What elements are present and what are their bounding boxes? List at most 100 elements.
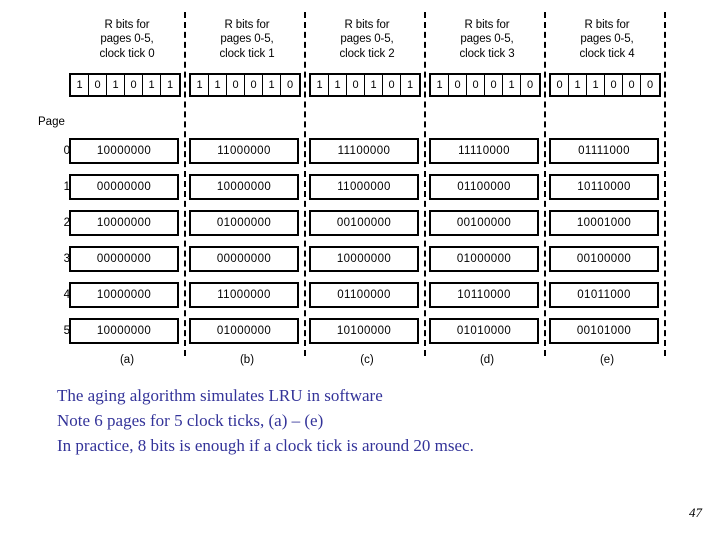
column-header-line: clock tick 4	[579, 47, 635, 60]
column-header-line: clock tick 3	[459, 47, 515, 60]
counter-box: 00100000	[549, 246, 659, 272]
counter-box: 01000000	[429, 246, 539, 272]
column-header-line: R bits for	[224, 19, 270, 31]
r-bit-cell: 1	[587, 75, 605, 95]
r-bit-cell: 1	[107, 75, 125, 95]
page-row-index: 1	[63, 181, 70, 193]
r-bit-cell: 0	[646, 79, 654, 91]
note-line: In practice, 8 bits is enough if a clock…	[57, 436, 474, 455]
column-header-b: R bits for pages 0-5,clock tick 1	[188, 18, 306, 61]
page-row-index: 3	[63, 253, 70, 265]
counter-box: 00101000	[549, 318, 659, 344]
counter-box: 11100000	[309, 138, 419, 164]
column-label-c: (c)	[360, 354, 374, 366]
counter-box: 00000000	[69, 246, 179, 272]
counter-box: 01010000	[429, 318, 539, 344]
counter-box: 10110000	[429, 282, 539, 308]
r-bit-cell: 1	[503, 75, 521, 95]
slide-page-number: 47	[689, 505, 702, 520]
r-bit-cell: 1	[209, 75, 227, 95]
column-header-line: R bits for	[464, 19, 510, 31]
r-bit-cell: 0	[605, 75, 623, 95]
column-label-e: (e)	[599, 354, 615, 366]
r-bit-cell: 0	[449, 75, 467, 95]
column-header-c: R bits for pages 0-5,clock tick 2	[308, 18, 426, 61]
column-separator-2	[304, 12, 306, 356]
r-bit-cell: 1	[329, 75, 347, 95]
column-label-d: (d)	[479, 354, 495, 366]
column-label-b: (b)	[239, 354, 255, 366]
column-header-line: pages 0-5,	[100, 33, 154, 46]
r-bit-cell: 1	[406, 79, 414, 91]
column-header-line: pages 0-5,	[340, 33, 394, 46]
counter-box: 10001000	[549, 210, 659, 236]
page-row-index: 5	[63, 325, 70, 337]
column-header-line: pages 0-5,	[220, 33, 274, 46]
page-row-index: 0	[63, 145, 70, 157]
r-bit-cell: 1	[311, 75, 329, 95]
r-bit-cell: 0	[623, 75, 641, 95]
counter-box: 01100000	[429, 174, 539, 200]
r-bit-cell: 0	[467, 75, 485, 95]
column-separator-4	[544, 12, 546, 356]
counter-box: 01000000	[189, 210, 299, 236]
r-bit-cell: 0	[383, 75, 401, 95]
column-header-d: R bits for pages 0-5,clock tick 3	[428, 18, 546, 61]
column-separator-5	[664, 12, 666, 356]
counter-box: 01011000	[549, 282, 659, 308]
counter-box: 00000000	[189, 246, 299, 272]
r-bit-cell: 1	[143, 75, 161, 95]
counter-box: 01111000	[549, 138, 659, 164]
r-bit-cell: 0	[89, 75, 107, 95]
column-header-line: clock tick 2	[339, 47, 395, 60]
column-separator-1	[184, 12, 186, 356]
column-header-line: R bits for	[344, 19, 390, 31]
r-bit-cell: 1	[569, 75, 587, 95]
column-separator-3	[424, 12, 426, 356]
column-header-line: pages 0-5,	[580, 33, 634, 46]
column-label-a: (a)	[119, 354, 135, 366]
page-row-index: 4	[63, 289, 70, 301]
column-header-a: R bits for pages 0-5,clock tick 0	[68, 18, 186, 61]
r-bit-cell: 0	[227, 75, 245, 95]
r-bit-cell: 0	[347, 75, 365, 95]
r-bit-cell: 1	[431, 75, 449, 95]
counter-box: 00100000	[429, 210, 539, 236]
r-bit-cell: 1	[191, 75, 209, 95]
r-bit-cell: 1	[166, 79, 174, 91]
r-bit-cell: 0	[125, 75, 143, 95]
column-header-line: pages 0-5,	[460, 33, 514, 46]
counter-box: 00100000	[309, 210, 419, 236]
page-axis-caption: Page	[38, 116, 65, 128]
counter-box: 10000000	[69, 318, 179, 344]
counter-box: 10100000	[309, 318, 419, 344]
counter-box: 01000000	[189, 318, 299, 344]
counter-box: 11000000	[309, 174, 419, 200]
column-header-line: clock tick 1	[219, 47, 275, 60]
column-header-line: R bits for	[104, 19, 150, 31]
column-header-line: clock tick 0	[99, 47, 155, 60]
note-line: Note 6 pages for 5 clock ticks, (a) – (e…	[57, 411, 324, 430]
counter-box: 11110000	[429, 138, 539, 164]
r-bit-cell: 0	[485, 75, 503, 95]
counter-box: 10000000	[189, 174, 299, 200]
counter-box: 11000000	[189, 282, 299, 308]
counter-box: 10110000	[549, 174, 659, 200]
notes-block: The aging algorithm simulates LRU in sof…	[57, 383, 657, 458]
counter-box: 00000000	[69, 174, 179, 200]
r-bit-cell: 0	[551, 75, 569, 95]
counter-box: 10000000	[69, 282, 179, 308]
counter-box: 10000000	[69, 210, 179, 236]
counter-box: 10000000	[309, 246, 419, 272]
r-bit-cell: 0	[286, 79, 294, 91]
counter-box: 10000000	[69, 138, 179, 164]
note-line: The aging algorithm simulates LRU in sof…	[57, 386, 383, 405]
